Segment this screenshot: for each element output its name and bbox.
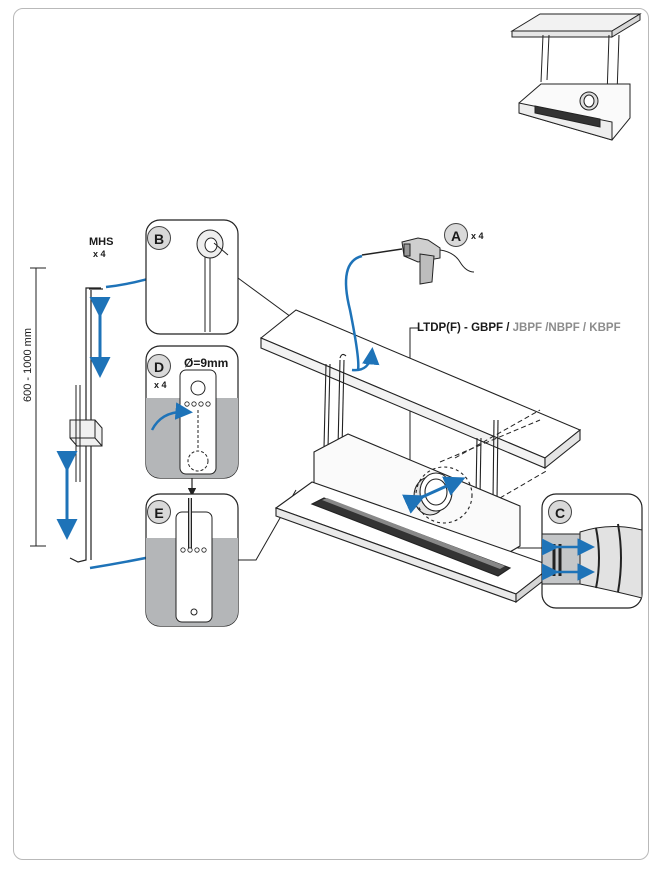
model-separator: / [503, 322, 513, 334]
drill-count: x 4 [471, 231, 484, 241]
drill-path [344, 254, 363, 371]
dimension-line [30, 267, 46, 547]
mhs-count: x 4 [93, 249, 106, 259]
model-primary: LTDP(F) - GBPF [417, 322, 504, 334]
dimension-label: 600 - 1000 mm [22, 328, 34, 402]
callout-a: A [444, 223, 468, 247]
cassette-unit-icon [274, 433, 554, 604]
callout-e: E [147, 500, 171, 524]
callout-d: D [147, 354, 171, 378]
bracket-count: x 4 [154, 380, 167, 390]
callout-c: C [548, 500, 572, 524]
callout-b: B [147, 226, 171, 250]
unit-rods [323, 353, 499, 501]
duct-arrow [402, 476, 466, 514]
detail-d [145, 345, 239, 479]
overview-thumbnail [510, 13, 642, 141]
page-frame [13, 8, 649, 860]
model-title: LTDP(F) - GBPF / JBPF /NBPF / KBPF [417, 322, 621, 334]
hanger-bracket-icon [69, 385, 103, 482]
drill-icon [361, 237, 475, 285]
adjust-arrows [56, 297, 111, 540]
model-secondary: JBPF /NBPF / KBPF [512, 322, 621, 334]
ceiling-slab [259, 309, 582, 470]
mhs-label: MHS [89, 236, 114, 248]
detail-b [145, 219, 239, 335]
drill-arrow [351, 347, 380, 372]
detail-e [145, 493, 239, 627]
hole-diameter-label: Ø=9mm [184, 356, 229, 370]
detail-c [541, 493, 643, 609]
